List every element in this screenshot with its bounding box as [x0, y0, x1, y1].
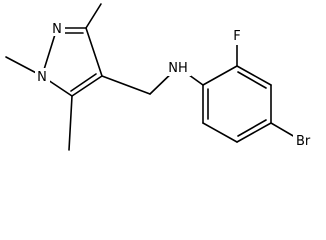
- atom-nh-background: [166, 59, 191, 76]
- atom-br-background: [293, 132, 316, 149]
- bond-ar2-ar3: [236, 65, 272, 86]
- bond-c4-ch2: [101, 75, 151, 95]
- bond-ar2-ar3-double: [237, 71, 267, 89]
- bond-ar1-ar2: [202, 65, 238, 86]
- atom-n1-background: [35, 68, 50, 85]
- bond-c5-methyl: [68, 95, 73, 151]
- bond-c4-c5-double: [70, 73, 97, 92]
- atom-f-label: F: [233, 29, 240, 44]
- molecule-structure: N N NH F Br: [5, 3, 316, 151]
- atom-n1-label: N: [37, 70, 47, 85]
- bond-ar4-ar5-double: [237, 119, 267, 137]
- bond-c3-c4: [85, 27, 103, 77]
- bond-ar4-ar5: [236, 122, 272, 143]
- atom-n2-background: [50, 19, 65, 36]
- bond-c3-methyl: [85, 3, 102, 29]
- atom-f-background: [231, 28, 244, 45]
- bond-c4-c5: [71, 75, 103, 97]
- atom-n2-label: N: [52, 22, 62, 37]
- atom-label-layer: N N NH F Br: [35, 19, 316, 149]
- atom-nh-label: NH: [168, 61, 188, 76]
- bond-ar4-br: [270, 122, 296, 138]
- atom-br-label: Br: [296, 134, 311, 149]
- bond-ar5-ar6: [202, 122, 238, 143]
